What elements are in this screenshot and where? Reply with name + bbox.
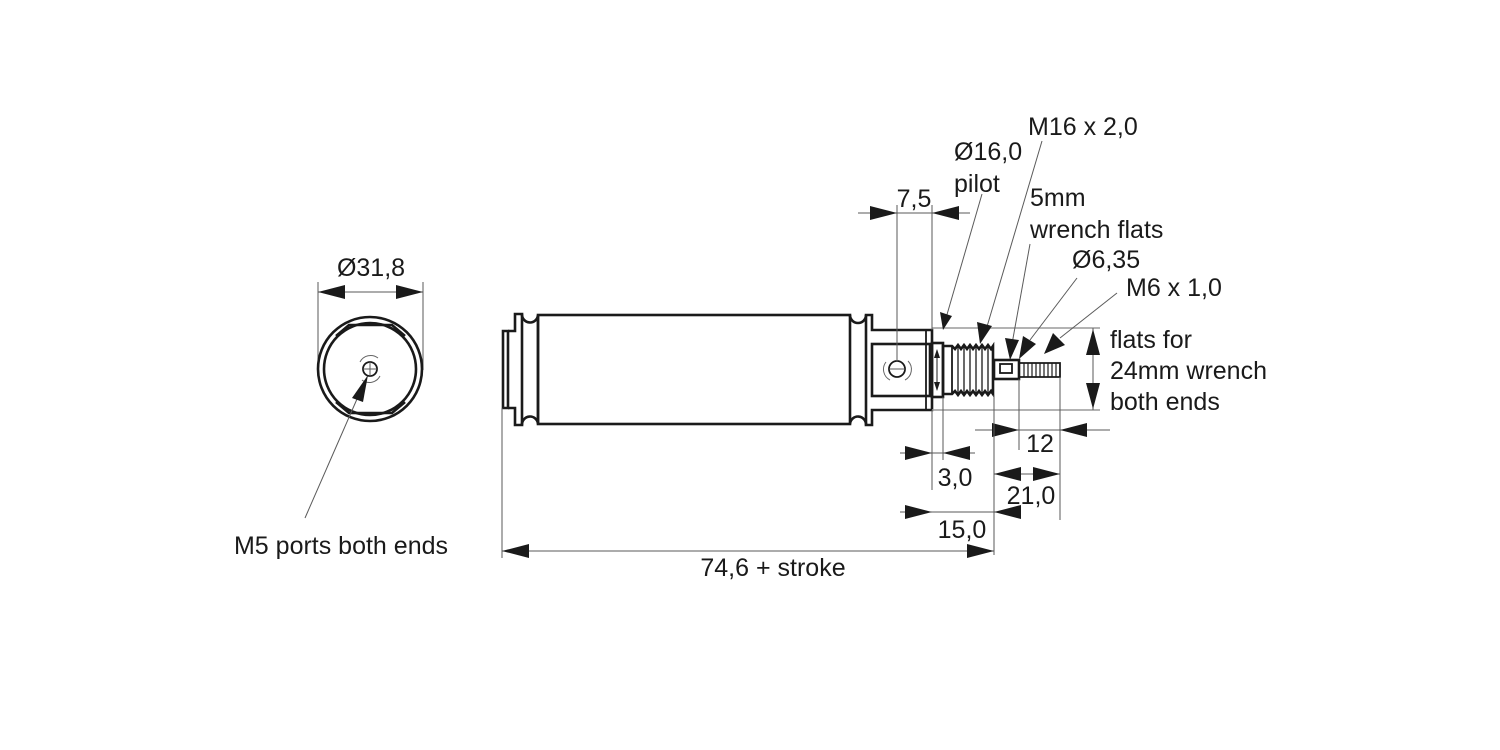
flats-note-line-3: both ends xyxy=(1110,388,1220,416)
arrowhead xyxy=(967,544,994,558)
arrowhead xyxy=(934,349,940,358)
arrowhead xyxy=(905,446,932,460)
rod-diameter-leader xyxy=(1029,277,1078,341)
arrowhead xyxy=(992,423,1019,437)
rod-extension-label: 21,0 xyxy=(1007,482,1056,510)
rear-cap-rim xyxy=(501,329,510,410)
wrench-flats-label-1: 5mm xyxy=(1030,184,1086,212)
cylinder-barrel xyxy=(536,313,852,426)
arrowhead xyxy=(1060,423,1087,437)
wrench-flats-leader xyxy=(1011,243,1031,345)
rod-thread-length-label: 12 xyxy=(1026,430,1054,458)
outer-barrel-circle xyxy=(316,315,424,423)
pilot-length-label: 3,0 xyxy=(938,464,973,492)
arrowhead xyxy=(932,206,959,220)
pilot-diameter-label: Ø16,0 xyxy=(954,138,1022,166)
flats-note-line-2: 24mm wrench xyxy=(1110,357,1267,385)
rod-thread-label: M6 x 1,0 xyxy=(1126,274,1222,302)
arrowhead xyxy=(318,285,345,299)
arrowhead xyxy=(1033,467,1060,481)
wrench-flats-outline xyxy=(335,323,406,415)
m16-leader-line xyxy=(985,140,1043,331)
arrowhead xyxy=(870,206,897,220)
arrowhead xyxy=(940,312,952,330)
thread-arc xyxy=(359,355,379,363)
pilot-leader-line xyxy=(945,193,983,319)
port-leader-line xyxy=(304,382,365,519)
thread-length-label: 15,0 xyxy=(938,516,987,544)
arrowhead xyxy=(1086,329,1100,355)
arrowhead xyxy=(396,285,423,299)
overall-length-label: 74,6 + stroke xyxy=(700,554,845,582)
rod-thread-leader xyxy=(1059,292,1118,339)
arrowhead xyxy=(1044,333,1065,354)
arrowhead xyxy=(943,446,970,460)
arrowhead xyxy=(502,544,529,558)
arrowhead xyxy=(994,505,1021,519)
side-view: 7,5 Ø16,0 pilot M16 x 2,0 5mm wrench fla… xyxy=(501,113,1267,582)
arrowhead xyxy=(994,467,1021,481)
mount-width-label: 7,5 xyxy=(897,185,932,213)
arrowhead xyxy=(1086,383,1100,409)
thread-arc xyxy=(904,360,912,381)
arrowhead xyxy=(905,505,932,519)
thread-arc xyxy=(883,361,891,381)
diameter-label: Ø31,8 xyxy=(337,254,405,282)
arrowhead xyxy=(977,322,992,344)
pilot-label: pilot xyxy=(954,170,1000,198)
arrowhead xyxy=(1005,338,1019,360)
arrowhead xyxy=(934,382,940,391)
arrowhead xyxy=(352,375,368,402)
end-view: Ø31,8 M5 ports both ends xyxy=(234,254,448,560)
wrench-flat xyxy=(999,363,1013,374)
arrowhead xyxy=(1019,336,1036,359)
piston-rod xyxy=(992,358,1021,381)
port-callout: M5 ports both ends xyxy=(234,532,448,560)
port-boss xyxy=(870,342,932,398)
m16-thread xyxy=(941,341,995,399)
thread-arc xyxy=(361,375,381,383)
inner-barrel-circle xyxy=(322,321,418,417)
rod-diameter-label: Ø6,35 xyxy=(1072,246,1140,274)
m16-thread-label: M16 x 2,0 xyxy=(1028,113,1138,141)
wrench-flats-label-2: wrench flats xyxy=(1029,216,1163,244)
flats-note-line-1: flats for xyxy=(1110,326,1192,354)
front-end-cap xyxy=(848,313,934,427)
